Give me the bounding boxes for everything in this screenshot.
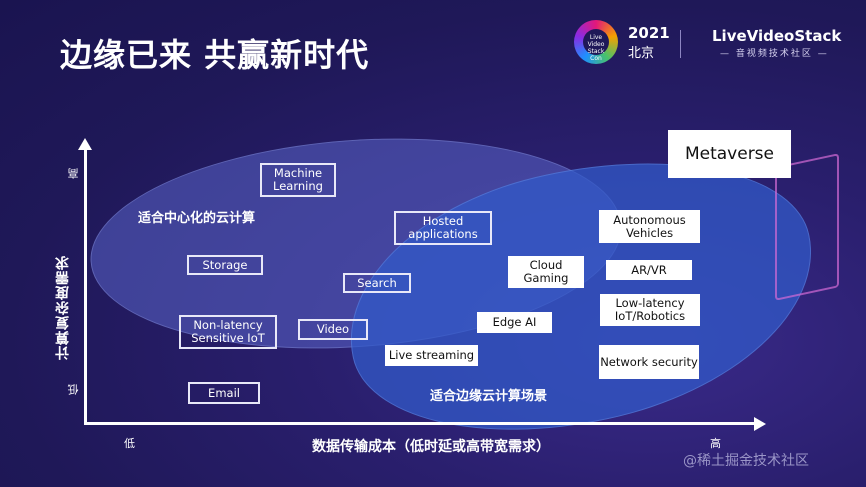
item-live-streaming: Live streaming: [385, 345, 478, 366]
y-axis-low-label: 低: [67, 384, 80, 395]
brand-subtitle: — 音视频技术社区 —: [720, 49, 829, 59]
y-axis-arrow-icon: [78, 138, 92, 150]
x-axis-arrow-icon: [754, 417, 766, 431]
y-axis-line: [84, 148, 87, 424]
x-axis-title: 数据传输成本（低时延或高带宽需求）: [312, 439, 550, 455]
watermark: @稀土掘金技术社区: [683, 453, 809, 469]
brand-name: LiveVideoStack: [712, 27, 842, 45]
item-non-latency-iot: Non-latency Sensitive IoT: [179, 315, 277, 349]
y-axis-title: 计算复杂度需求: [55, 255, 71, 360]
event-year: 2021: [628, 24, 670, 42]
centralized-region-label: 适合中心化的云计算: [138, 211, 256, 226]
header-divider: [680, 30, 681, 58]
item-low-latency-iot: Low-latency IoT/Robotics: [600, 294, 700, 326]
item-video: Video: [298, 319, 368, 340]
x-axis-low-label: 低: [124, 437, 135, 450]
item-cloud-gaming: Cloud Gaming: [508, 256, 584, 288]
event-logo-text: Live Video Stack Con: [583, 29, 609, 62]
item-autonomous-vehicles: Autonomous Vehicles: [599, 210, 700, 243]
edge-region-label: 适合边缘云计算场景: [430, 389, 548, 404]
item-storage: Storage: [187, 255, 263, 275]
item-edge-ai: Edge AI: [477, 312, 552, 333]
item-search: Search: [343, 273, 411, 293]
item-hosted-applications: Hosted applications: [394, 211, 492, 245]
y-axis-high-label: 高: [67, 168, 80, 179]
event-city: 北京: [628, 46, 655, 61]
x-axis-line: [84, 422, 756, 425]
item-email: Email: [188, 382, 260, 404]
slide-title: 边缘已来 共赢新时代: [60, 36, 370, 74]
item-machine-learning: Machine Learning: [260, 163, 336, 197]
x-axis-high-label: 高: [710, 437, 721, 450]
metaverse-label: Metaverse: [668, 130, 791, 178]
item-network-security: Network security: [599, 345, 699, 379]
item-ar-vr: AR/VR: [606, 260, 692, 280]
